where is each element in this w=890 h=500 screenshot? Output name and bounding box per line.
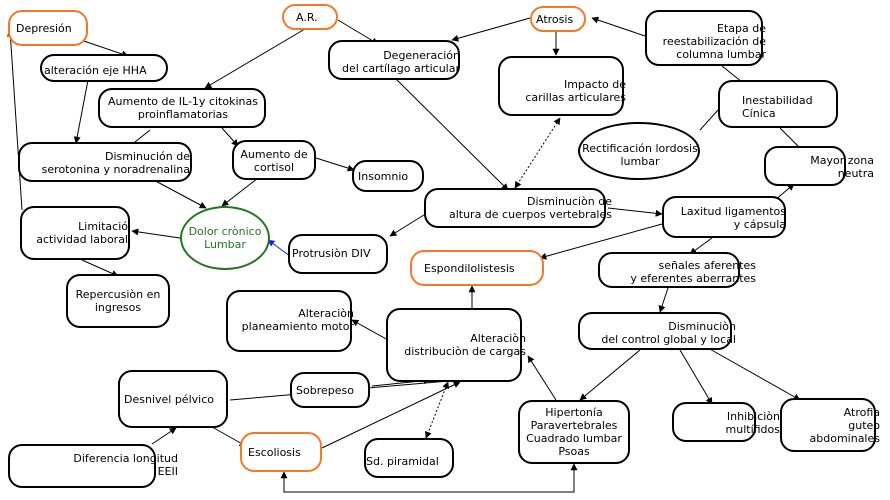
- node-laxitud[interactable]: [662, 196, 786, 238]
- label-inhibicion: Inhibiciòn multífidos: [725, 410, 780, 436]
- node-etapa[interactable]: [645, 10, 763, 66]
- node-repercusion[interactable]: [66, 274, 170, 328]
- label-limitacion: Limitació actividad laboral: [36, 220, 128, 246]
- edge-senales-control: [658, 287, 669, 313]
- edge-altura-impacto: [514, 117, 561, 189]
- edge-limitacion-depresion: [6, 29, 23, 211]
- node-diferencia[interactable]: [8, 444, 156, 488]
- node-disminucion-altura[interactable]: [424, 188, 606, 228]
- edge-inestab-mayor: [779, 127, 801, 149]
- edge-hipertonia-dist: [527, 355, 557, 401]
- edge-atrosis-degeneracion: [451, 17, 531, 42]
- label-atrosis: Atrosis: [536, 13, 574, 26]
- node-alteracion-dist[interactable]: [386, 308, 522, 382]
- edge-piramidal-dist: [425, 381, 449, 439]
- label-alteracion-plan: Alteraciòn planeamiento motor: [241, 307, 354, 333]
- label-depresion: Depresión: [16, 22, 72, 35]
- node-piramidal[interactable]: [364, 438, 454, 478]
- label-mayor-zona: Mayor zona neutra: [810, 154, 874, 180]
- label-insomnio: Insomnio: [358, 170, 409, 183]
- edge-inestab-rectif: [699, 109, 719, 131]
- edge-dist-plan: [351, 319, 389, 341]
- label-citokinas: Aumento de IL-1y citokinas proinflamator…: [108, 95, 258, 121]
- node-hha[interactable]: [40, 54, 168, 82]
- label-protrusion: Protrusiòn DIV: [292, 247, 371, 260]
- label-piramidal: Sd. piramidal: [366, 455, 439, 468]
- edge-etapa-atrosis: [591, 16, 646, 37]
- edge-hha-serotonina: [73, 79, 89, 144]
- node-senales[interactable]: [598, 252, 740, 288]
- edge-cortisol-dolor: [221, 177, 259, 207]
- edge-ar-citokinas: [204, 25, 311, 89]
- edge-citokinas-dolor: [134, 129, 151, 143]
- edge-dolor-limitacion: [131, 228, 181, 239]
- edge-inestab-etapa: [721, 65, 743, 83]
- label-disminucion-altura: Disminuciòn de altura de cuerpos vertebr…: [448, 195, 612, 221]
- label-impacto: Impacto de carillas articulares: [525, 78, 626, 104]
- label-senales: señales aferentes y eferentes aberrantes: [630, 259, 756, 285]
- label-inestabilidad: Inestabilidad Cínica: [742, 94, 813, 120]
- edge-altura-laxitud: [607, 207, 663, 217]
- node-escoliosis[interactable]: [240, 432, 322, 472]
- label-atrofia: Atrofia guteo abdominales: [809, 406, 880, 445]
- node-inhibicion[interactable]: [672, 402, 756, 442]
- node-control[interactable]: [578, 312, 732, 350]
- label-serotonina: Disminución de serotonina y noradrenalin…: [41, 150, 190, 176]
- edge-laxitud-senales: [689, 237, 713, 255]
- node-protrusion[interactable]: [288, 234, 388, 274]
- label-hipertonia: Hipertonía Paravertebrales Cuadrado lumb…: [526, 406, 622, 458]
- label-degeneracion: Degeneración del cartílago articular: [342, 49, 460, 75]
- edge-protrusion-dolor: [267, 239, 291, 257]
- node-atrofia[interactable]: [780, 398, 876, 452]
- edge-escoliosis-hipertonia: [280, 463, 578, 493]
- edge-cortisol-insomnio: [315, 157, 355, 172]
- edge-control-atrofia: [707, 347, 801, 401]
- node-inestabilidad[interactable]: [718, 80, 838, 128]
- edge-control-hipertonia: [579, 349, 641, 401]
- node-impacto[interactable]: [498, 56, 624, 116]
- node-insomnio[interactable]: [352, 160, 424, 192]
- node-atrosis[interactable]: [530, 6, 586, 32]
- edge-degeneracion-altura: [394, 77, 509, 191]
- label-etapa: Etapa de reestabilización de columna lum…: [662, 22, 766, 61]
- node-desnivel[interactable]: [118, 370, 228, 428]
- label-laxitud: Laxitud ligamentos y cápsula: [680, 205, 786, 231]
- node-hipertonia[interactable]: [518, 400, 630, 464]
- label-alteracion-dist: Alteraciòn distribuciòn de cargas: [404, 332, 526, 358]
- label-escoliosis: Escoliosis: [248, 446, 301, 459]
- node-mayor-zona[interactable]: [764, 146, 846, 186]
- node-dolor[interactable]: [180, 206, 270, 270]
- edge-diferencia-desnivel: [151, 427, 177, 445]
- node-depresion[interactable]: [8, 10, 88, 46]
- edge-laxitud-espondilo: [539, 223, 663, 260]
- label-control: Disminuciòn del control global y local: [601, 320, 736, 346]
- edge-control-inhibicion: [679, 349, 713, 405]
- label-rectificacion: Rectificación lordosis lumbar: [582, 142, 698, 168]
- label-espondilolistesis: Espondilolistesis: [424, 262, 515, 275]
- node-sobrepeso[interactable]: [290, 372, 370, 408]
- label-sobrepeso: Sobrepeso: [296, 384, 354, 397]
- node-alteracion-plan[interactable]: [226, 290, 352, 352]
- label-cortisol: Aumento de cortisol: [240, 148, 308, 174]
- node-ar[interactable]: [282, 4, 338, 30]
- label-desnivel: Desnivel pélvico: [124, 393, 214, 406]
- node-espondilolistesis[interactable]: [410, 250, 544, 286]
- label-hha: alteración eje HHA: [44, 64, 147, 77]
- node-cortisol[interactable]: [232, 140, 316, 180]
- edge-serotonina-dolor: [149, 177, 207, 209]
- node-citokinas[interactable]: [98, 88, 266, 128]
- label-repercusion: Repercusiòn en ingresos: [75, 288, 161, 314]
- node-degeneracion[interactable]: [328, 40, 460, 80]
- edge-limitacion-repercusion: [81, 259, 119, 277]
- node-serotonina[interactable]: [18, 142, 192, 182]
- node-rectificacion[interactable]: [578, 122, 700, 180]
- label-diferencia: Diferencia longitud EEII: [73, 452, 178, 478]
- label-ar: A.R.: [296, 11, 318, 24]
- node-limitacion[interactable]: [20, 206, 130, 260]
- label-dolor: Dolor crònico Lumbar: [188, 225, 262, 251]
